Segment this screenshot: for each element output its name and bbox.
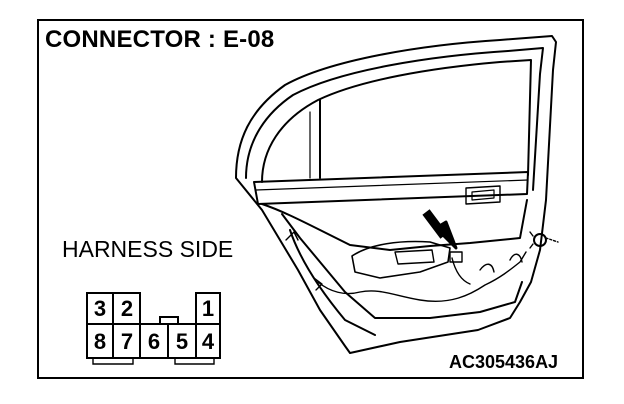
pin-8: 8 (93, 329, 107, 354)
pin-7: 7 (120, 329, 134, 354)
figure-code: AC305436AJ (449, 352, 559, 372)
pin-6: 6 (147, 329, 161, 354)
pin-4: 4 (201, 329, 215, 354)
connector-title: CONNECTOR : E-08 (45, 26, 275, 53)
harness-side-label: HARNESS SIDE (62, 236, 234, 262)
pin-5: 5 (175, 329, 189, 354)
diagram-frame (37, 19, 584, 379)
pin-2: 2 (120, 296, 134, 321)
pin-3: 3 (93, 296, 107, 321)
pin-1: 1 (201, 296, 215, 321)
